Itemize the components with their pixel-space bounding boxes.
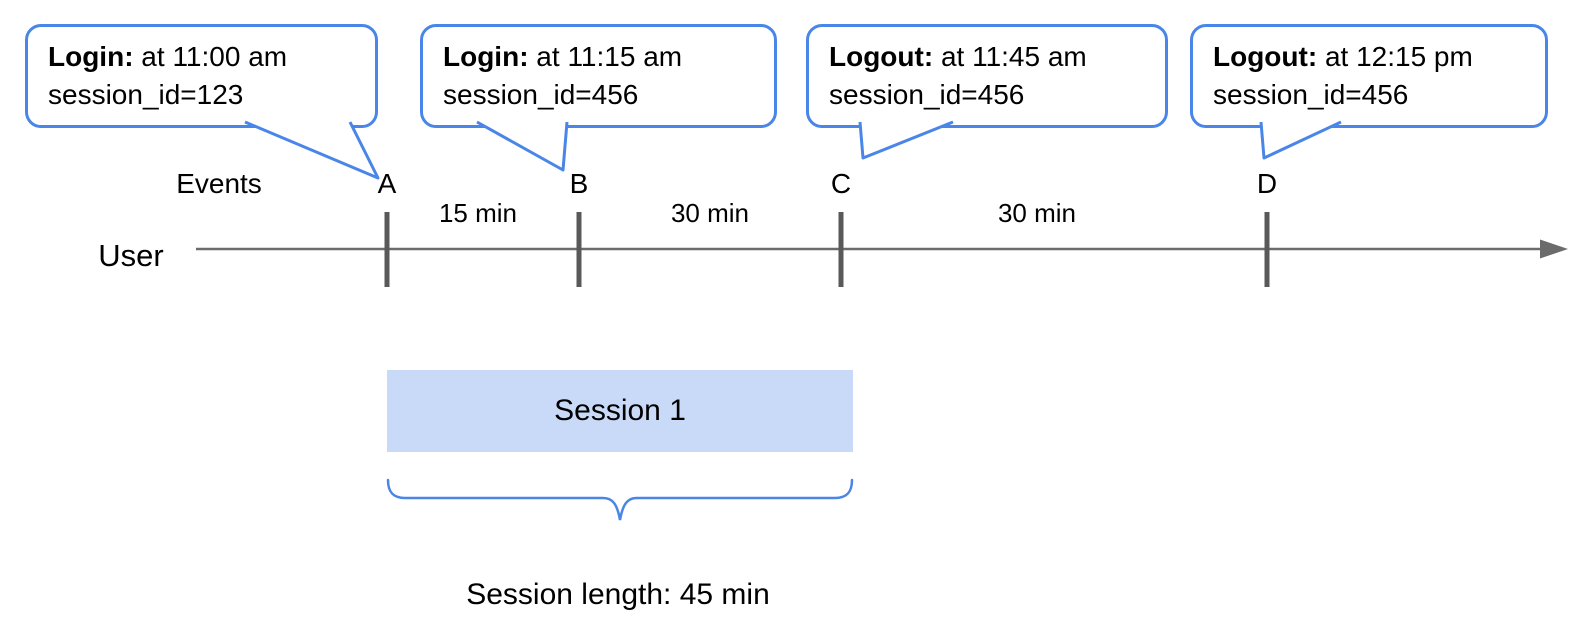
callout-line-1: Login: at 11:15 am	[443, 38, 754, 76]
callout-line-1: Login: at 11:00 am	[48, 38, 355, 76]
event-type-label: Login:	[443, 41, 529, 72]
interval-label-b-c: 30 min	[670, 198, 750, 228]
timeline-arrowhead-icon	[1540, 239, 1568, 259]
event-time-label: at 11:00 am	[133, 41, 288, 72]
callout-line-1: Logout: at 12:15 pm	[1213, 38, 1525, 76]
tick-event-a	[384, 212, 390, 287]
event-marker-b: B	[569, 168, 589, 199]
event-type-label: Login:	[48, 41, 134, 72]
events-axis-label: Events	[176, 168, 262, 199]
callout-login-a: Login: at 11:00 am session_id=123	[25, 24, 378, 128]
session-id-label: session_id=456	[443, 79, 639, 110]
callout-logout-c: Logout: at 11:45 am session_id=456	[806, 24, 1168, 128]
callout-logout-d: Logout: at 12:15 pm session_id=456	[1190, 24, 1548, 128]
event-marker-d: D	[1256, 168, 1278, 199]
interval-label-a-b: 15 min	[438, 198, 518, 228]
event-type-label: Logout:	[829, 41, 934, 72]
event-time-label: at 12:15 pm	[1317, 41, 1473, 72]
session-length-brace	[386, 478, 854, 521]
tick-event-c	[838, 212, 844, 287]
session-id-label: session_id=456	[829, 79, 1025, 110]
event-type-label: Logout:	[1213, 41, 1318, 72]
event-time-label: at 11:45 am	[933, 41, 1087, 72]
session-1-label: Session 1	[554, 394, 686, 427]
callout-tail-b	[476, 120, 569, 172]
session-length-label: Session length: 45 min	[466, 578, 770, 611]
session-id-label: session_id=123	[48, 79, 244, 110]
event-marker-a: A	[377, 168, 397, 199]
callout-line-1: Logout: at 11:45 am	[829, 38, 1145, 76]
callout-login-b: Login: at 11:15 am session_id=456	[420, 24, 777, 128]
tick-event-d	[1264, 212, 1270, 287]
event-marker-c: C	[830, 168, 852, 199]
callout-tail-a	[244, 120, 380, 180]
user-axis-label: User	[98, 238, 164, 273]
session-1-box: Session 1	[387, 370, 853, 452]
interval-label-c-d: 30 min	[997, 198, 1077, 228]
event-time-label: at 11:15 am	[528, 41, 683, 72]
tick-event-b	[576, 212, 582, 287]
session-id-label: session_id=456	[1213, 79, 1409, 110]
